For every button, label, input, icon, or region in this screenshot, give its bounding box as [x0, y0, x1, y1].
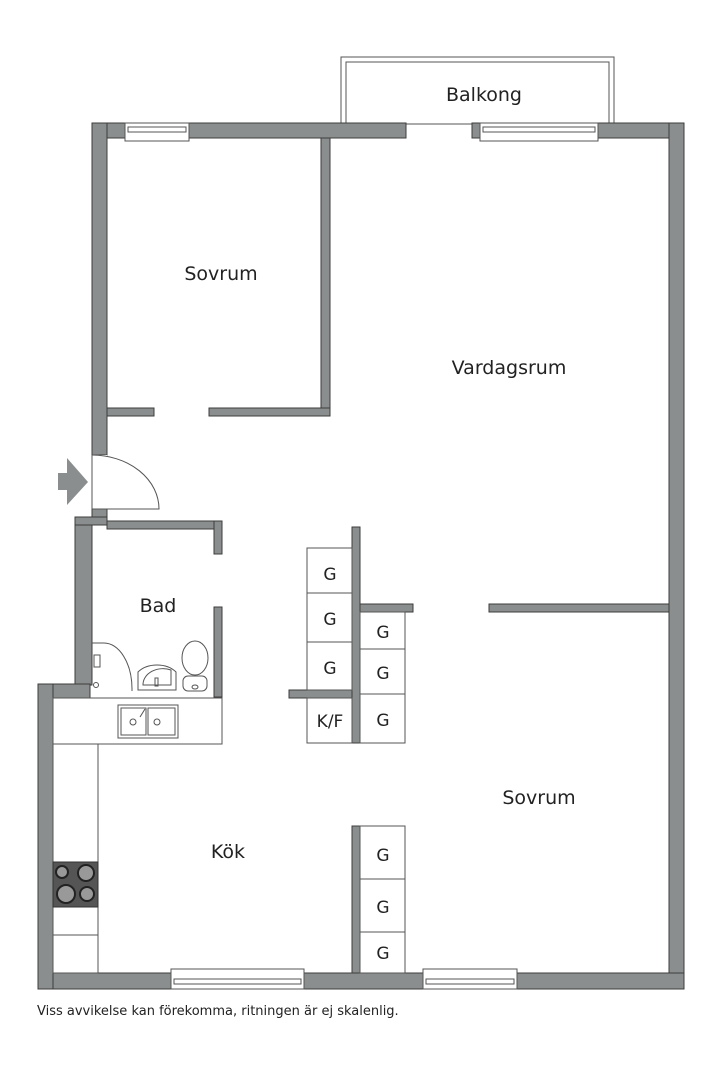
closet-group-right: G G G: [359, 611, 406, 744]
bedroom-2-label: Sovrum: [502, 787, 575, 809]
closet-label: G: [376, 711, 389, 731]
stove: [52, 861, 99, 908]
closet-label: G: [323, 659, 336, 679]
interior-walls: [106, 137, 670, 974]
closet-group-bottom: G G G: [359, 825, 406, 974]
closet-label: G: [376, 846, 389, 866]
double-sink: [117, 704, 179, 739]
kitchen-counter: [52, 697, 223, 974]
kitchen-label: Kök: [211, 841, 245, 863]
closet-label: G: [376, 944, 389, 964]
toilet: [181, 640, 209, 692]
closet-group-left: G G G K/F: [306, 547, 353, 744]
closet-label: G: [376, 664, 389, 684]
disclaimer-text: Viss avvikelse kan förekomma, ritningen …: [37, 1004, 399, 1019]
entrance-door[interactable]: [91, 454, 160, 510]
windows: [124, 122, 599, 990]
closet-label: G: [376, 898, 389, 918]
exterior-walls: [37, 122, 685, 990]
living-room-label: Vardagsrum: [452, 357, 567, 379]
closet-label: G: [323, 565, 336, 585]
bathroom-label: Bad: [140, 595, 177, 617]
closet-label: G: [376, 623, 389, 643]
sink: [137, 664, 177, 691]
balcony: Balkong: [340, 56, 615, 125]
balcony-label: Balkong: [446, 84, 522, 106]
arrow-right-icon: [58, 458, 88, 505]
fridge-freezer-label: K/F: [317, 712, 344, 732]
closet-label: G: [323, 610, 336, 630]
bedroom-1-label: Sovrum: [184, 263, 257, 285]
shower: [92, 642, 133, 691]
